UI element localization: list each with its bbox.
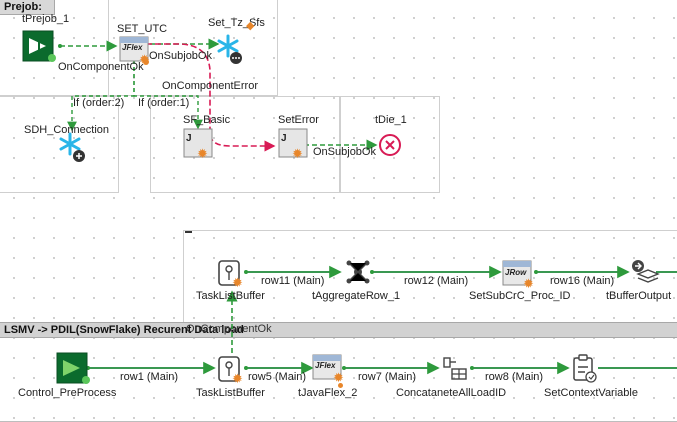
java-component-icon <box>278 128 308 158</box>
component-setsub[interactable]: JRow ✹ <box>502 258 536 290</box>
buffer-input-icon <box>218 356 240 382</box>
warning-icon: ◆ <box>246 20 255 32</box>
link-label-oncomponenterror: OnComponentError <box>162 80 258 92</box>
component-set-utc-label: SET_UTC <box>117 23 168 35</box>
component-setcontext[interactable] <box>570 354 602 384</box>
component-tprejob[interactable] <box>22 30 58 64</box>
jflex-text: JFlex <box>122 43 143 52</box>
component-tasklist-buffer-bottom[interactable]: ✹ <box>216 354 248 386</box>
snowflake-icon <box>217 34 242 64</box>
component-setcontext-label: SetContextVariable <box>544 387 638 399</box>
link-label-row11: row11 (Main) <box>261 275 325 287</box>
component-sf-basic[interactable]: J ✹ <box>183 128 217 162</box>
component-tdie-label: tDie_1 <box>375 114 407 126</box>
link-label-onsubjobok-1: OnSubjobOk <box>149 50 212 62</box>
component-set-tz[interactable] <box>216 34 248 66</box>
jflex-component-icon <box>119 36 149 62</box>
main-subjob-header[interactable]: LSMV -> PDIL(SnowFlake) Recurent Data lo… <box>0 322 677 338</box>
component-tbufferoutput-label: tBufferOutput <box>606 290 672 302</box>
component-taggregate[interactable] <box>344 258 376 290</box>
component-sdh-connection-label: SDH_Connection <box>24 124 109 136</box>
link-label-row12: row12 (Main) <box>404 275 469 287</box>
component-tasklist-buffer-top[interactable]: ✹ <box>216 258 248 290</box>
component-control-preprocess-label: Control_PreProcess <box>18 387 117 399</box>
component-tjavaflex[interactable]: JFlex ✹ <box>312 352 346 384</box>
gear-icon: ✹ <box>232 275 243 290</box>
java-text: J <box>186 133 192 144</box>
component-taggregate-label: tAggregateRow_1 <box>312 290 401 302</box>
gear-icon: ✹ <box>232 371 243 386</box>
component-tjavaflex-label: tJavaFlex_2 <box>298 387 358 399</box>
aggregate-frame <box>183 230 677 325</box>
gear-icon: ✹ <box>333 370 344 385</box>
prejob-subjob-title: Prejob: <box>4 1 42 13</box>
prejob-icon <box>22 30 56 62</box>
component-set-error[interactable]: J ✹ <box>278 128 312 162</box>
link-label-oncomponentok-1: OnComponentOk <box>58 61 144 73</box>
buffer-output-icon <box>632 260 660 283</box>
component-tprejob-label: tPrejob_1 <box>22 13 70 25</box>
buffer-input-icon <box>218 260 240 286</box>
gear-icon: ✹ <box>523 276 534 291</box>
component-tasklist-buffer-top-label: TaskListBuffer <box>196 290 265 302</box>
jrow-text: JRow <box>505 268 527 277</box>
component-control-preprocess[interactable] <box>56 352 90 386</box>
component-sf-basic-label: SF_Basic <box>183 114 231 126</box>
component-tasklist-buffer-bottom-label: TaskListBuffer <box>196 387 265 399</box>
java-component-icon <box>183 128 213 158</box>
link-if-order-1 <box>133 60 203 130</box>
link-label-onsubjobok-2: OnSubjobOk <box>313 146 376 158</box>
gear-icon: ✹ <box>292 146 303 161</box>
sdh-frame <box>0 96 119 193</box>
link-oncomponenterror <box>146 43 276 152</box>
component-concatenate[interactable] <box>440 356 472 384</box>
jflex-text: JFlex <box>315 361 336 370</box>
aggregate-icon <box>346 260 370 284</box>
component-tbufferoutput[interactable] <box>630 258 662 290</box>
gear-icon: ✹ <box>197 146 208 161</box>
component-set-tz-label: Set_Tz_Sfs <box>208 17 265 29</box>
java-text: J <box>281 133 287 144</box>
collapse-icon[interactable] <box>185 231 192 233</box>
component-concatenate-label: ConcataneteAllLoadID <box>396 387 507 399</box>
link-label-row8: row8 (Main) <box>485 371 544 383</box>
jflex-component-icon <box>312 354 342 380</box>
die-icon <box>379 134 401 156</box>
component-set-error-label: SetError <box>278 114 319 126</box>
concatenate-icon <box>443 357 467 380</box>
control-run-icon <box>56 352 90 384</box>
component-setsub-label: SetSubCrC_Proc_ID <box>469 290 571 302</box>
component-tdie[interactable] <box>378 133 404 159</box>
component-sdh-connection[interactable] <box>58 132 90 164</box>
main-subjob-overlay-link-label: OnComponentOk <box>186 323 272 335</box>
link-label-row1: row1 (Main) <box>120 371 179 383</box>
link-label-if-order-2: If (order:2) <box>73 97 125 109</box>
link-handle-icon[interactable] <box>143 59 149 65</box>
jrow-component-icon <box>502 260 532 286</box>
link-label-row7: row7 (Main) <box>358 371 417 383</box>
prejob-subjob-header[interactable]: Prejob: <box>0 0 55 15</box>
connection-wires <box>58 38 677 375</box>
link-label-if-order-1: If (order:1) <box>138 97 190 109</box>
link-handle-icon[interactable] <box>338 383 343 388</box>
snowflake-icon <box>59 132 85 162</box>
clipboard-icon <box>573 354 597 383</box>
main-subjob-title: LSMV -> PDIL(SnowFlake) Recurent Data lo… <box>4 324 244 336</box>
link-label-row5: row5 (Main) <box>248 371 307 383</box>
link-label-row16: row16 (Main) <box>550 275 615 287</box>
